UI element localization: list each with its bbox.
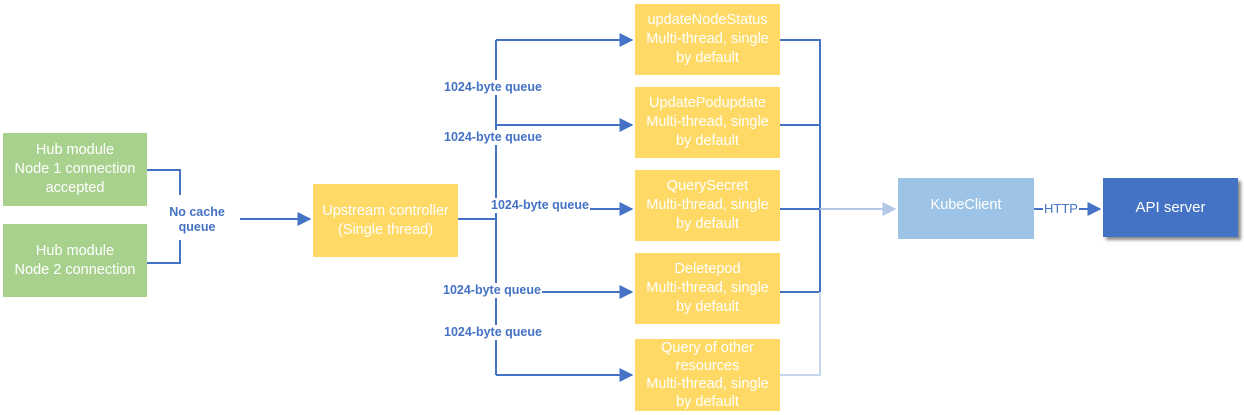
handler-5-line-4: by default [676, 394, 739, 410]
handler-2-line-1: UpdatePodupdate [649, 95, 766, 111]
hub-module-node1-line-1: Hub module [35, 142, 115, 158]
handler-5-line-1: Query of other [661, 340, 754, 356]
hub-module-node2: Hub module Node 2 connection [3, 224, 147, 297]
no-cache-queue-line-2: queue [178, 220, 216, 234]
handler-3-line-1: QuerySecret [666, 178, 749, 194]
api-server-label: API server [1135, 199, 1206, 216]
connector-hub1-to-merge [147, 169, 181, 195]
upstream-controller: Upstream controller (Single thread) [313, 184, 458, 257]
handler-3-line-2: Multi-thread, single [646, 197, 769, 213]
kubeclient-box: KubeClient [898, 178, 1034, 239]
hub-module-node1: Hub module Node 1 connection accepted [3, 133, 147, 206]
connector-hub2-to-merge [147, 240, 181, 264]
handler-update-pod-update: UpdatePodupdate Multi-thread, single by … [635, 87, 780, 158]
handler-3-line-3: by default [676, 216, 739, 232]
handler-1-line-3: by default [676, 50, 739, 66]
queue-label-1: 1024-byte queue [443, 80, 543, 95]
http-label: HTTP [1043, 201, 1079, 216]
handler-1-line-1: updateNodeStatus [647, 12, 768, 28]
handler-query-secret: QuerySecret Multi-thread, single by defa… [635, 170, 780, 241]
handler-5-line-3: Multi-thread, single [646, 376, 769, 392]
queue-label-4: 1024-byte queue [442, 283, 542, 298]
hub-module-node2-line-2: Node 2 connection [14, 261, 136, 278]
handler-2-line-2: Multi-thread, single [646, 114, 769, 130]
handler-4-line-2: Multi-thread, single [646, 280, 769, 296]
connector-handler-5-faded [780, 292, 821, 376]
queue-label-2: 1024-byte queue [443, 130, 543, 145]
api-server-box: API server [1103, 178, 1238, 237]
handler-5-line-2: resources [675, 358, 740, 374]
hub-module-node2-line-1: Hub module [35, 242, 115, 259]
connector-handlers-collector [780, 39, 821, 293]
queue-label-3: 1024-byte queue [490, 198, 590, 213]
upstream-controller-line-2: (Single thread) [337, 221, 434, 238]
hub-module-node1-line-2: Node 1 connection [14, 161, 136, 177]
upstream-controller-line-1: Upstream controller [322, 202, 449, 219]
handler-update-node-status: updateNodeStatus Multi-thread, single by… [635, 4, 780, 75]
kubeclient-label: KubeClient [930, 197, 1002, 213]
handler-4-line-1: Deletepod [674, 261, 741, 277]
queue-label-5: 1024-byte queue [443, 325, 543, 340]
no-cache-queue-line-1: No cache [169, 205, 225, 219]
handler-query-other-resources: Query of other resources Multi-thread, s… [635, 339, 780, 411]
no-cache-queue-label: No cache queue [160, 205, 234, 235]
handler-2-line-3: by default [676, 133, 739, 149]
handler-4-line-3: by default [676, 299, 739, 315]
handler-delete-pod: Deletepod Multi-thread, single by defaul… [635, 253, 780, 324]
hub-module-node1-line-3: accepted [45, 180, 105, 196]
handler-1-line-2: Multi-thread, single [646, 31, 769, 47]
